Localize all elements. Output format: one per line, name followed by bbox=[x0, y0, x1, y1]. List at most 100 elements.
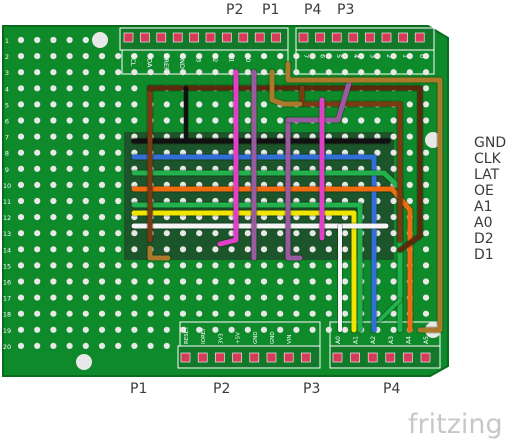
top-pin-label: AREF bbox=[162, 54, 170, 71]
hole bbox=[17, 326, 25, 333]
header-pin bbox=[331, 32, 342, 43]
hole bbox=[66, 53, 73, 60]
hole bbox=[34, 214, 41, 221]
header-pin bbox=[140, 32, 150, 43]
hole bbox=[293, 278, 300, 285]
hole bbox=[341, 278, 349, 285]
hole bbox=[163, 165, 170, 172]
hole bbox=[34, 342, 41, 349]
wire-a0 bbox=[131, 210, 357, 333]
hole bbox=[390, 326, 397, 333]
signal-label-oe: OE bbox=[474, 183, 494, 199]
hole bbox=[98, 85, 106, 92]
hole bbox=[309, 181, 316, 188]
signal-label-d2: D2 bbox=[474, 231, 494, 247]
hole bbox=[66, 69, 73, 76]
bottom-pin-label: A2 bbox=[370, 336, 377, 344]
hole bbox=[277, 214, 284, 221]
hole bbox=[228, 230, 235, 237]
row-number: 19 bbox=[3, 327, 11, 335]
hole bbox=[293, 165, 300, 172]
hole bbox=[17, 262, 25, 269]
hole bbox=[309, 53, 316, 60]
top-label-p4: P4 bbox=[304, 2, 322, 18]
hole bbox=[50, 133, 57, 140]
hole bbox=[66, 294, 73, 301]
header-pin bbox=[254, 32, 265, 43]
hole bbox=[196, 310, 203, 317]
hole bbox=[147, 326, 154, 333]
hole bbox=[358, 181, 365, 188]
hole bbox=[82, 117, 89, 124]
hole bbox=[325, 278, 332, 285]
hole bbox=[196, 69, 203, 76]
hole bbox=[293, 326, 300, 333]
hole bbox=[163, 53, 170, 60]
hole bbox=[17, 133, 25, 140]
hole bbox=[260, 310, 268, 317]
hole bbox=[244, 278, 251, 285]
hole bbox=[390, 294, 397, 301]
hole bbox=[34, 165, 41, 172]
hole bbox=[98, 149, 106, 156]
hole bbox=[244, 117, 251, 124]
hole bbox=[277, 53, 284, 60]
hole bbox=[196, 246, 203, 253]
hole bbox=[244, 181, 251, 188]
hole bbox=[163, 230, 170, 237]
hole bbox=[66, 149, 73, 156]
hole bbox=[293, 69, 300, 76]
hole bbox=[212, 101, 219, 108]
hole bbox=[325, 165, 332, 172]
hole bbox=[179, 69, 187, 76]
hole bbox=[82, 262, 89, 269]
row-number: 14 bbox=[3, 246, 11, 254]
hole bbox=[325, 310, 332, 317]
hole bbox=[82, 133, 89, 140]
hole bbox=[179, 230, 187, 237]
hole bbox=[17, 85, 25, 92]
hole bbox=[131, 53, 138, 60]
hole bbox=[212, 230, 219, 237]
header-pin bbox=[385, 352, 396, 363]
hole bbox=[131, 101, 138, 108]
hole bbox=[341, 310, 349, 317]
hole bbox=[163, 342, 170, 349]
hole bbox=[228, 294, 235, 301]
hole bbox=[98, 69, 106, 76]
hole bbox=[50, 294, 57, 301]
hole bbox=[244, 214, 251, 221]
hole bbox=[82, 85, 89, 92]
hole bbox=[309, 133, 316, 140]
hole bbox=[131, 181, 138, 188]
hole bbox=[131, 230, 138, 237]
wire-brown-top bbox=[147, 85, 423, 253]
hole bbox=[309, 310, 316, 317]
hole bbox=[50, 149, 57, 156]
hole bbox=[341, 165, 349, 172]
hole bbox=[163, 181, 170, 188]
hole bbox=[341, 262, 349, 269]
hole bbox=[98, 117, 106, 124]
hole bbox=[98, 262, 106, 269]
hole bbox=[17, 278, 25, 285]
bottom-pin-label: GND bbox=[270, 331, 276, 344]
hole bbox=[309, 294, 316, 301]
hole bbox=[212, 326, 219, 333]
hole bbox=[212, 246, 219, 253]
hole bbox=[66, 36, 73, 44]
hole bbox=[422, 310, 430, 317]
hole bbox=[115, 230, 122, 237]
mount-hole bbox=[76, 354, 92, 370]
hole bbox=[66, 326, 73, 333]
hole bbox=[277, 294, 284, 301]
row-number: 20 bbox=[3, 343, 11, 351]
hole bbox=[147, 342, 154, 349]
hole bbox=[212, 117, 219, 124]
hole bbox=[196, 214, 203, 221]
hole bbox=[196, 165, 203, 172]
hole bbox=[163, 101, 170, 108]
hole bbox=[131, 69, 138, 76]
